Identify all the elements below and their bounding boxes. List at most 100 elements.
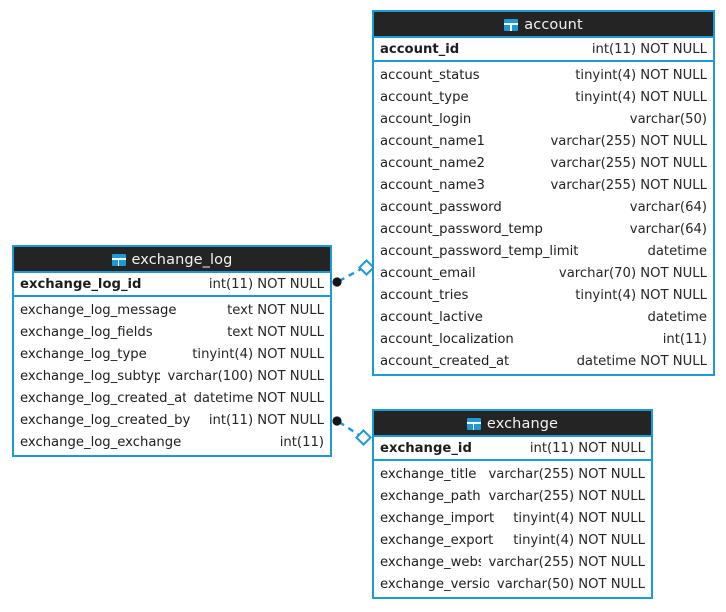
entity-exchange-log-header[interactable]: exchange_log xyxy=(14,247,330,273)
entity-exchange-log-title: exchange_log xyxy=(131,252,233,268)
column-type: varchar(64) xyxy=(629,199,707,215)
column-row[interactable]: account_password_temp_limit datetime xyxy=(374,240,713,262)
column-name: account_localization xyxy=(380,331,514,347)
column-type: text NOT NULL xyxy=(227,324,324,340)
column-name: account_login xyxy=(380,111,472,127)
column-type: varchar(50) xyxy=(629,111,707,127)
column-row[interactable]: account_localization int(11) xyxy=(374,328,713,350)
column-type: int(11) NOT NULL xyxy=(208,276,324,292)
column-name: exchange_log_exchange xyxy=(20,434,182,450)
relationship-line xyxy=(338,266,364,283)
column-row[interactable]: exchange_path varchar(255) NOT NULL xyxy=(374,485,651,507)
column-row-primary-key[interactable]: account_id int(11) NOT NULL xyxy=(374,38,713,62)
column-type: int(11) NOT NULL xyxy=(529,440,645,456)
column-name: exchange_log_created_at xyxy=(20,390,186,406)
column-row[interactable]: account_login varchar(50) xyxy=(374,108,713,130)
column-name: account_email xyxy=(380,265,476,281)
column-name: exchange_log_type xyxy=(20,346,147,362)
column-name: exchange_log_subtype xyxy=(20,368,160,384)
column-row[interactable]: exchange_log_type tinyint(4) NOT NULL xyxy=(14,343,330,365)
column-name: exchange_log_id xyxy=(20,276,142,292)
column-row-primary-key[interactable]: exchange_log_id int(11) NOT NULL xyxy=(14,273,330,297)
column-type: varchar(255) NOT NULL xyxy=(488,488,646,504)
column-row[interactable]: account_password_temp varchar(64) xyxy=(374,218,713,240)
column-name: exchange_id xyxy=(380,440,472,456)
column-row[interactable]: exchange_log_created_at datetime NOT NUL… xyxy=(14,387,330,409)
column-type: tinyint(4) NOT NULL xyxy=(192,346,324,362)
column-row[interactable]: account_type tinyint(4) NOT NULL xyxy=(374,86,713,108)
column-name: exchange_title xyxy=(380,466,477,482)
column-row[interactable]: exchange_version varchar(50) NOT NULL xyxy=(374,573,651,595)
entity-account-header[interactable]: account xyxy=(374,12,713,38)
column-type: int(11) NOT NULL xyxy=(591,41,707,57)
column-type: datetime NOT NULL xyxy=(576,353,707,369)
column-name: account_name3 xyxy=(380,177,485,193)
column-row[interactable]: exchange_log_exchange int(11) xyxy=(14,431,330,453)
column-name: exchange_log_message xyxy=(20,302,177,318)
column-type: tinyint(4) NOT NULL xyxy=(575,67,707,83)
column-name: account_tries xyxy=(380,287,469,303)
column-name: account_password xyxy=(380,199,502,215)
column-name: account_created_at xyxy=(380,353,510,369)
column-row[interactable]: account_name1 varchar(255) NOT NULL xyxy=(374,130,713,152)
column-name: account_name2 xyxy=(380,155,485,171)
relationship-source-dot xyxy=(332,277,342,287)
column-row[interactable]: account_email varchar(70) NOT NULL xyxy=(374,262,713,284)
column-row[interactable]: account_lactive datetime xyxy=(374,306,713,328)
relationship-target-diamond xyxy=(355,429,372,446)
column-type: varchar(255) NOT NULL xyxy=(550,177,708,193)
column-name: exchange_import xyxy=(380,510,495,526)
entity-exchange-header[interactable]: exchange xyxy=(374,411,651,437)
column-type: varchar(255) NOT NULL xyxy=(488,466,646,482)
column-type: varchar(255) NOT NULL xyxy=(550,155,708,171)
column-row[interactable]: account_created_at datetime NOT NULL xyxy=(374,350,713,372)
column-type: datetime xyxy=(647,309,707,325)
column-name: account_password_temp xyxy=(380,221,543,237)
column-type: datetime NOT NULL xyxy=(193,390,324,406)
column-type: tinyint(4) NOT NULL xyxy=(575,89,707,105)
column-row[interactable]: exchange_export tinyint(4) NOT NULL xyxy=(374,529,651,551)
column-row[interactable]: account_name3 varchar(255) NOT NULL xyxy=(374,174,713,196)
table-icon xyxy=(466,418,481,430)
column-row[interactable]: account_tries tinyint(4) NOT NULL xyxy=(374,284,713,306)
column-name: account_name1 xyxy=(380,133,485,149)
column-type: varchar(255) NOT NULL xyxy=(488,554,646,570)
entity-exchange-title: exchange xyxy=(486,416,559,432)
column-type: varchar(255) NOT NULL xyxy=(550,133,708,149)
column-row[interactable]: exchange_log_message text NOT NULL xyxy=(14,299,330,321)
column-name: exchange_log_fields xyxy=(20,324,153,340)
column-name: account_lactive xyxy=(380,309,483,325)
column-type: tinyint(4) NOT NULL xyxy=(513,532,645,548)
column-row[interactable]: account_name2 varchar(255) NOT NULL xyxy=(374,152,713,174)
column-name: exchange_path xyxy=(380,488,481,504)
column-name: exchange_log_created_by xyxy=(20,412,191,428)
column-name: exchange_version xyxy=(380,576,489,592)
column-row[interactable]: exchange_log_subtype varchar(100) NOT NU… xyxy=(14,365,330,387)
entity-account[interactable]: account account_id int(11) NOT NULL acco… xyxy=(372,10,715,376)
relationship-source-dot xyxy=(332,416,342,426)
column-row-primary-key[interactable]: exchange_id int(11) NOT NULL xyxy=(374,437,651,461)
table-icon xyxy=(111,254,126,266)
column-type: int(11) xyxy=(279,434,324,450)
column-row[interactable]: exchange_log_fields text NOT NULL xyxy=(14,321,330,343)
column-name: account_type xyxy=(380,89,469,105)
relationship-exchange-log-to-account[interactable] xyxy=(332,259,375,287)
entity-account-title: account xyxy=(524,17,583,33)
column-row[interactable]: exchange_title varchar(255) NOT NULL xyxy=(374,463,651,485)
column-row[interactable]: exchange_website varchar(255) NOT NULL xyxy=(374,551,651,573)
entity-exchange-columns: exchange_title varchar(255) NOT NULL exc… xyxy=(374,461,651,597)
column-row[interactable]: exchange_import tinyint(4) NOT NULL xyxy=(374,507,651,529)
column-type: tinyint(4) NOT NULL xyxy=(513,510,645,526)
column-type: int(11) NOT NULL xyxy=(208,412,324,428)
column-name: exchange_website xyxy=(380,554,481,570)
column-type: varchar(100) NOT NULL xyxy=(167,368,325,384)
column-type: datetime xyxy=(647,243,707,259)
column-row[interactable]: account_status tinyint(4) NOT NULL xyxy=(374,64,713,86)
column-row[interactable]: account_password varchar(64) xyxy=(374,196,713,218)
column-row[interactable]: exchange_log_created_by int(11) NOT NULL xyxy=(14,409,330,431)
relationship-exchange-log-to-exchange[interactable] xyxy=(332,416,372,446)
table-icon xyxy=(504,19,519,31)
entity-exchange[interactable]: exchange exchange_id int(11) NOT NULL ex… xyxy=(372,409,653,599)
entity-exchange-log[interactable]: exchange_log exchange_log_id int(11) NOT… xyxy=(12,245,332,457)
